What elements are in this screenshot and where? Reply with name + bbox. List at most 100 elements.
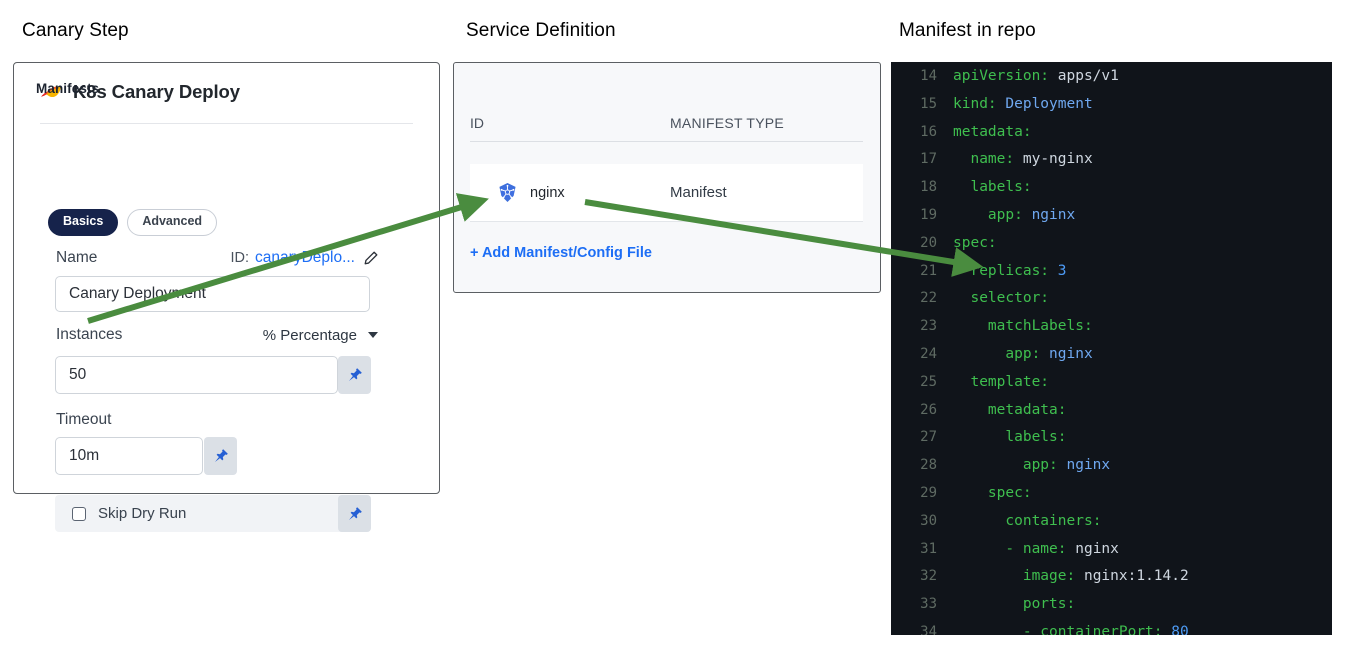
instances-label: Instances: [56, 326, 123, 343]
column-header-manifest-type: MANIFEST TYPE: [670, 115, 784, 131]
code-value: 3: [1049, 262, 1067, 279]
code-line-content: labels:: [953, 179, 1031, 195]
line-number: 15: [920, 95, 937, 112]
line-number: 32: [920, 568, 937, 585]
kubernetes-icon: [499, 183, 516, 202]
line-number: 23: [920, 318, 937, 335]
code-value: apps/v1: [1049, 68, 1119, 84]
code-line-content: spec:: [953, 485, 1032, 501]
code-key: selector:: [970, 290, 1050, 307]
canary-bird-icon: [41, 86, 61, 98]
timeout-input[interactable]: 10m: [55, 437, 203, 475]
code-line: 23 matchLabels:: [891, 318, 1332, 346]
code-key: template:: [970, 373, 1050, 390]
pencil-icon[interactable]: [364, 251, 378, 265]
line-number: 34: [920, 623, 937, 635]
code-key: app:: [1022, 457, 1058, 474]
line-number: 33: [920, 596, 937, 613]
line-number: 30: [920, 512, 937, 529]
manifest-id-value: nginx: [530, 184, 565, 201]
code-value: my-nginx: [1014, 151, 1093, 168]
manifests-table-header: ID MANIFEST TYPE: [470, 108, 863, 138]
code-value: 80: [1162, 623, 1189, 635]
table-header-divider: [470, 141, 863, 142]
code-line: 31 - name: nginx: [891, 541, 1332, 569]
code-line: 34 - containerPort: 80: [891, 624, 1332, 635]
code-line-content: containers:: [953, 513, 1101, 529]
line-number: 29: [920, 484, 937, 501]
code-line-content: - containerPort: 80: [953, 624, 1189, 635]
code-key: replicas:: [970, 262, 1050, 279]
code-line: 29 spec:: [891, 485, 1332, 513]
add-manifest-config-file-link[interactable]: + Add Manifest/Config File: [470, 245, 652, 261]
code-line: 19 app: nginx: [891, 207, 1332, 235]
code-line-content: metadata:: [953, 124, 1032, 140]
code-line: 20 spec:: [891, 235, 1332, 263]
code-key: - containerPort:: [1022, 623, 1163, 635]
code-line-content: - name: nginx: [953, 541, 1119, 557]
manifest-type-value: Manifest: [670, 184, 727, 201]
code-line: 27 labels:: [891, 429, 1332, 457]
code-key: app:: [987, 206, 1023, 223]
code-value: Deployment: [996, 95, 1093, 112]
step-id-value[interactable]: canaryDeplo...: [255, 249, 355, 266]
code-line-content: template:: [953, 374, 1049, 390]
header-divider: [40, 123, 413, 124]
column-header-id: ID: [470, 115, 484, 131]
code-line-content: spec:: [953, 235, 997, 251]
instances-pin-button[interactable]: [338, 356, 371, 394]
skip-dry-run-checkbox[interactable]: [72, 506, 86, 521]
canary-step-card: K8s Canary Deploy Basics Advanced Name I…: [13, 62, 440, 532]
section-title-manifest-in-repo: Manifest in repo: [899, 20, 1036, 41]
code-value: nginx: [1066, 540, 1119, 557]
line-number: 16: [920, 123, 937, 140]
instances-field-label-row: Instances % Percentage: [56, 326, 378, 344]
code-key: metadata:: [953, 123, 1032, 140]
table-row[interactable]: nginx Manifest: [470, 164, 863, 221]
skip-dry-run-pin-button[interactable]: [338, 495, 371, 532]
code-value: nginx: [1057, 457, 1111, 474]
code-line: 33 ports:: [891, 596, 1332, 624]
line-number: 25: [920, 373, 937, 390]
chevron-down-icon: [368, 332, 378, 338]
line-number: 26: [920, 401, 937, 418]
instance-unit-value: % Percentage: [262, 326, 357, 344]
code-line: 24 app: nginx: [891, 346, 1332, 374]
code-line-content: ports:: [953, 596, 1075, 612]
timeout-pin-button[interactable]: [204, 437, 237, 475]
line-number: 31: [920, 540, 937, 557]
line-number: 20: [920, 234, 937, 251]
instances-input[interactable]: 50: [55, 356, 338, 394]
name-label: Name: [56, 249, 98, 266]
skip-dry-run-row[interactable]: Skip Dry Run: [55, 495, 371, 532]
code-key: labels:: [1005, 429, 1067, 446]
code-line: 21 replicas: 3: [891, 263, 1332, 291]
code-line-content: labels:: [953, 429, 1067, 446]
code-line: 22 selector:: [891, 290, 1332, 318]
code-line-content: selector:: [953, 290, 1049, 306]
code-line-content: name: my-nginx: [953, 151, 1093, 168]
code-value: nginx: [1022, 206, 1076, 223]
manifest-id-cell: nginx: [470, 182, 670, 203]
line-number: 17: [920, 151, 937, 168]
code-key: name:: [970, 151, 1015, 168]
code-value: nginx:1.14.2: [1075, 568, 1189, 585]
code-line: 28 app: nginx: [891, 457, 1332, 485]
pin-icon: [348, 506, 362, 520]
timeout-field-label-row: Timeout: [56, 411, 378, 429]
line-number: 27: [920, 429, 937, 446]
name-input[interactable]: Canary Deployment: [55, 276, 370, 312]
tab-advanced[interactable]: Advanced: [127, 209, 218, 236]
canary-step-title: K8s Canary Deploy: [73, 81, 240, 102]
code-key: kind:: [953, 95, 997, 112]
tab-basics[interactable]: Basics: [48, 209, 119, 236]
pin-icon: [348, 368, 362, 381]
code-key: matchLabels:: [987, 318, 1093, 335]
line-number: 21: [920, 262, 937, 279]
instance-unit-dropdown[interactable]: % Percentage: [263, 327, 378, 344]
timeout-label: Timeout: [56, 411, 112, 428]
code-key: metadata:: [987, 401, 1067, 418]
step-id-group: ID: canaryDeplo...: [231, 249, 378, 267]
